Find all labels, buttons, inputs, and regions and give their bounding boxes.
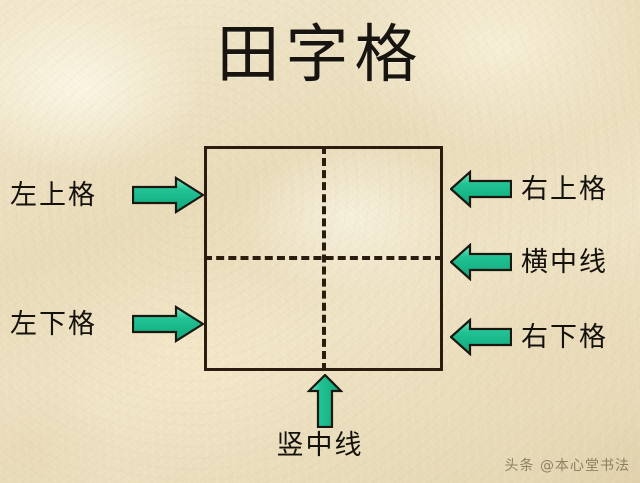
label-upper-left-cell: 左上格: [10, 180, 97, 211]
label-lower-right-cell: 右下格: [521, 322, 608, 353]
arrow-right-icon-lower-left: [132, 305, 204, 343]
page-title: 田字格: [216, 18, 424, 91]
arrow-left-icon-upper-right: [450, 170, 512, 208]
label-lower-left-cell: 左下格: [10, 309, 97, 340]
arrow-left-icon-horizontal-center-line: [450, 243, 512, 281]
arrow-up-icon-vertical-center-line: [307, 374, 343, 428]
label-vertical-center-line: 竖中线: [276, 430, 364, 461]
watermark-text: 头条 @本心堂书法: [504, 458, 630, 474]
label-horizontal-center-line: 横中线: [521, 247, 608, 278]
arrow-right-icon-upper-left: [132, 176, 204, 214]
label-upper-right-cell: 右上格: [521, 174, 608, 205]
tianzige-vertical-center-line: [322, 146, 326, 371]
arrow-left-icon-lower-right: [450, 318, 512, 356]
